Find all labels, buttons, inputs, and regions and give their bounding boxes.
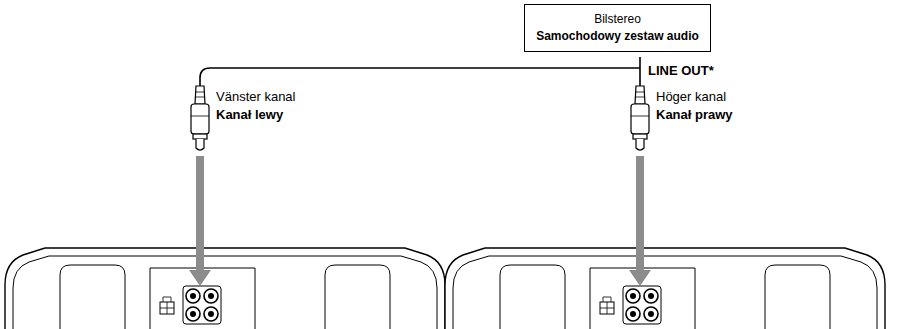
rca-plug-left <box>191 86 209 150</box>
rca-plug-right <box>631 86 649 150</box>
channel-label: Höger kanal <box>656 88 726 105</box>
output-label: LINE OUT* <box>648 62 714 79</box>
channel-label-translation: Kanał lewy <box>216 106 283 123</box>
channel-label-translation: Kanał prawy <box>656 106 733 123</box>
insert-arrow-left <box>189 156 211 286</box>
cable-left <box>200 68 640 86</box>
insert-arrow-right <box>629 156 651 286</box>
device-name: Bilstereo <box>535 11 700 28</box>
cable-right <box>639 57 641 86</box>
device-name-translation: Samochodowy zestaw audio <box>535 28 700 45</box>
amplifier-right <box>445 248 885 329</box>
channel-label: Vänster kanal <box>216 88 296 105</box>
device-box: BilstereoSamochodowy zestaw audio <box>524 4 711 52</box>
amplifier-left <box>5 248 445 329</box>
